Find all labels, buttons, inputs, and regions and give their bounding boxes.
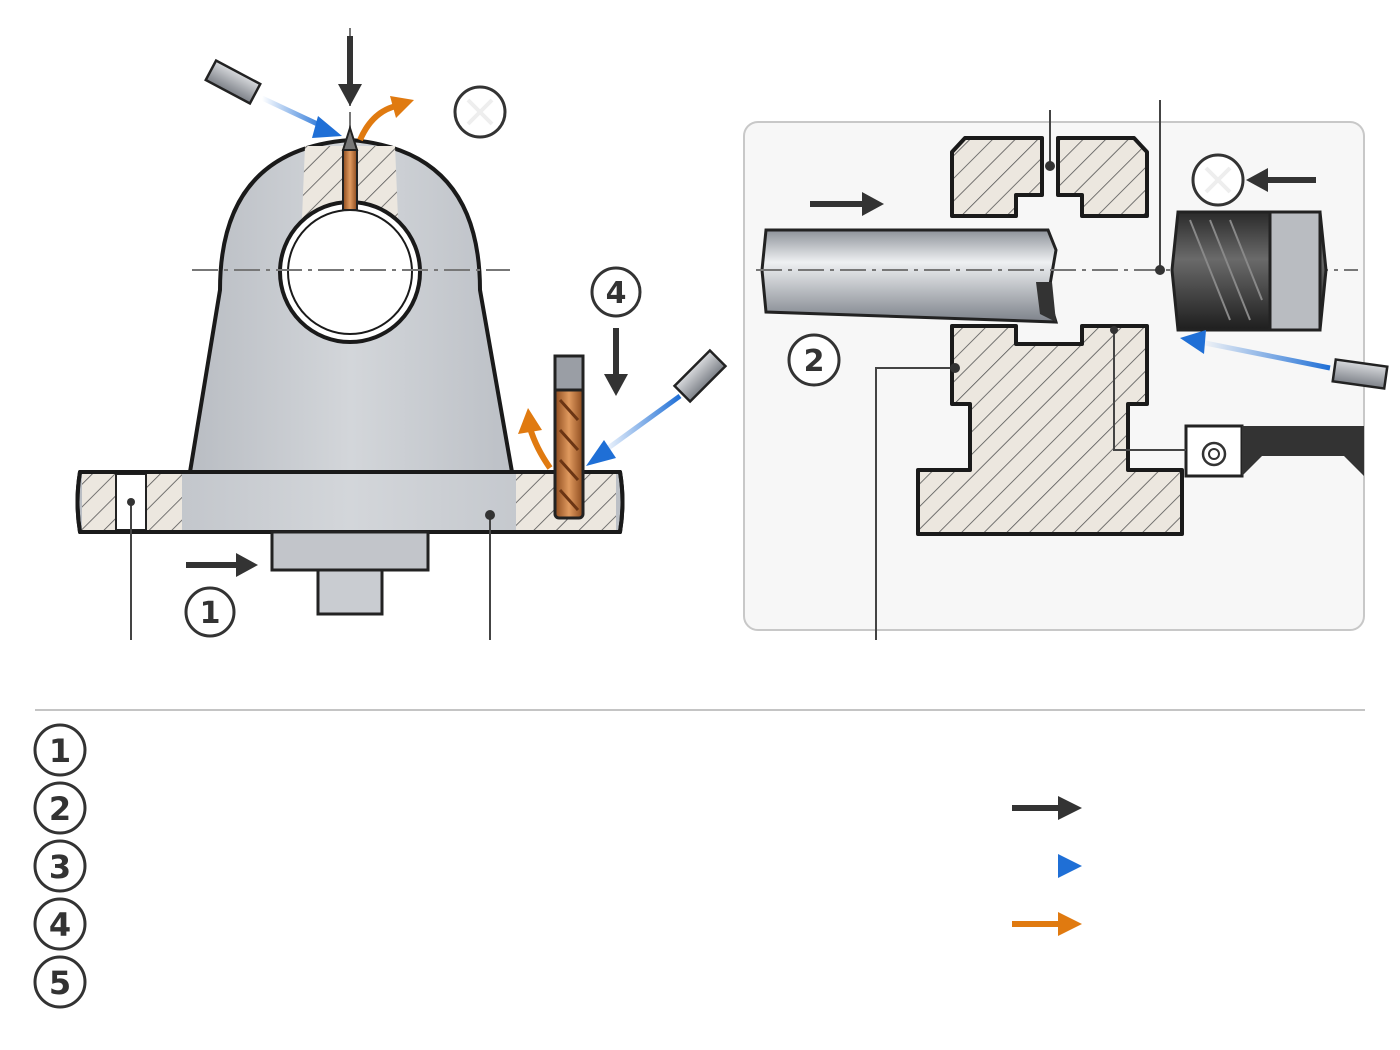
upper-jaw-right (1056, 136, 1149, 218)
left-view: 4 1 (75, 28, 728, 640)
leader-line-f (1113, 330, 1186, 451)
callout-2: 2 (787, 333, 841, 387)
coolant-arrow-right-head (586, 440, 616, 466)
top-drill (342, 149, 358, 211)
blue-arrow-icon (1012, 854, 1082, 878)
coolant-nozzle-right (672, 348, 728, 404)
feed-arrow-4-head (604, 374, 628, 396)
chip-arrow-top (357, 103, 397, 142)
bore-inner (287, 209, 413, 335)
right-view: 2 (743, 100, 1389, 640)
tool-insert-icon (1201, 441, 1227, 467)
workpiece-shaft (760, 228, 1059, 324)
svg-text:4: 4 (606, 276, 627, 311)
svg-text:5: 5 (49, 964, 71, 1002)
side-drill-shank (553, 354, 585, 392)
coolant-arrow-panel-head (1180, 330, 1206, 354)
legend-item-1: 1 (33, 723, 87, 777)
legend-item-3: 3 (33, 839, 87, 893)
svg-text:2: 2 (49, 790, 71, 828)
coolant-stream-right (598, 393, 682, 457)
chip-arrow-right (527, 427, 553, 470)
coolant-arrow-top-head (312, 116, 342, 138)
svg-text:3: 3 (49, 848, 71, 886)
feed-arrow-right-view-head (862, 192, 884, 216)
svg-text:2: 2 (804, 344, 825, 379)
legend-item-2: 2 (33, 781, 87, 835)
cutting-insert (1036, 282, 1056, 322)
orange-arrow-icon (1012, 912, 1082, 936)
lower-fixture (916, 324, 1184, 536)
svg-text:1: 1 (200, 596, 221, 631)
callout-4: 4 (590, 266, 642, 318)
coolant-nozzle-panel (1331, 358, 1389, 390)
legend: 1 2 3 4 5 (33, 723, 1082, 1009)
bottom-spigot (316, 568, 384, 616)
upper-jaw-left (950, 136, 1044, 218)
svg-text:4: 4 (49, 906, 71, 944)
chuck-body (1268, 210, 1322, 332)
dark-arrow-icon (1012, 796, 1082, 820)
bottom-boss (270, 530, 430, 572)
callout-1: 1 (184, 586, 236, 638)
coolant-stream-top (260, 95, 328, 131)
leader-line-c (875, 367, 955, 640)
svg-text:1: 1 (49, 732, 71, 770)
chip-arrow-top-head (390, 96, 414, 118)
legend-item-5: 5 (33, 955, 87, 1009)
tool-shank (1242, 426, 1364, 476)
feed-arrow-1-head (236, 553, 258, 577)
circle-symbol-left (453, 85, 507, 139)
coolant-nozzle-top (204, 58, 262, 106)
chip-arrow-right-head (518, 408, 542, 434)
top-drill-tip (341, 124, 359, 151)
feed-arrow-top-head (338, 84, 362, 106)
coolant-stream-panel (1199, 339, 1331, 371)
tool-insert-holder (1184, 424, 1244, 478)
legend-item-4: 4 (33, 897, 87, 951)
feed-arrow-chuck-head (1246, 168, 1268, 192)
circle-symbol-right (1191, 153, 1245, 207)
